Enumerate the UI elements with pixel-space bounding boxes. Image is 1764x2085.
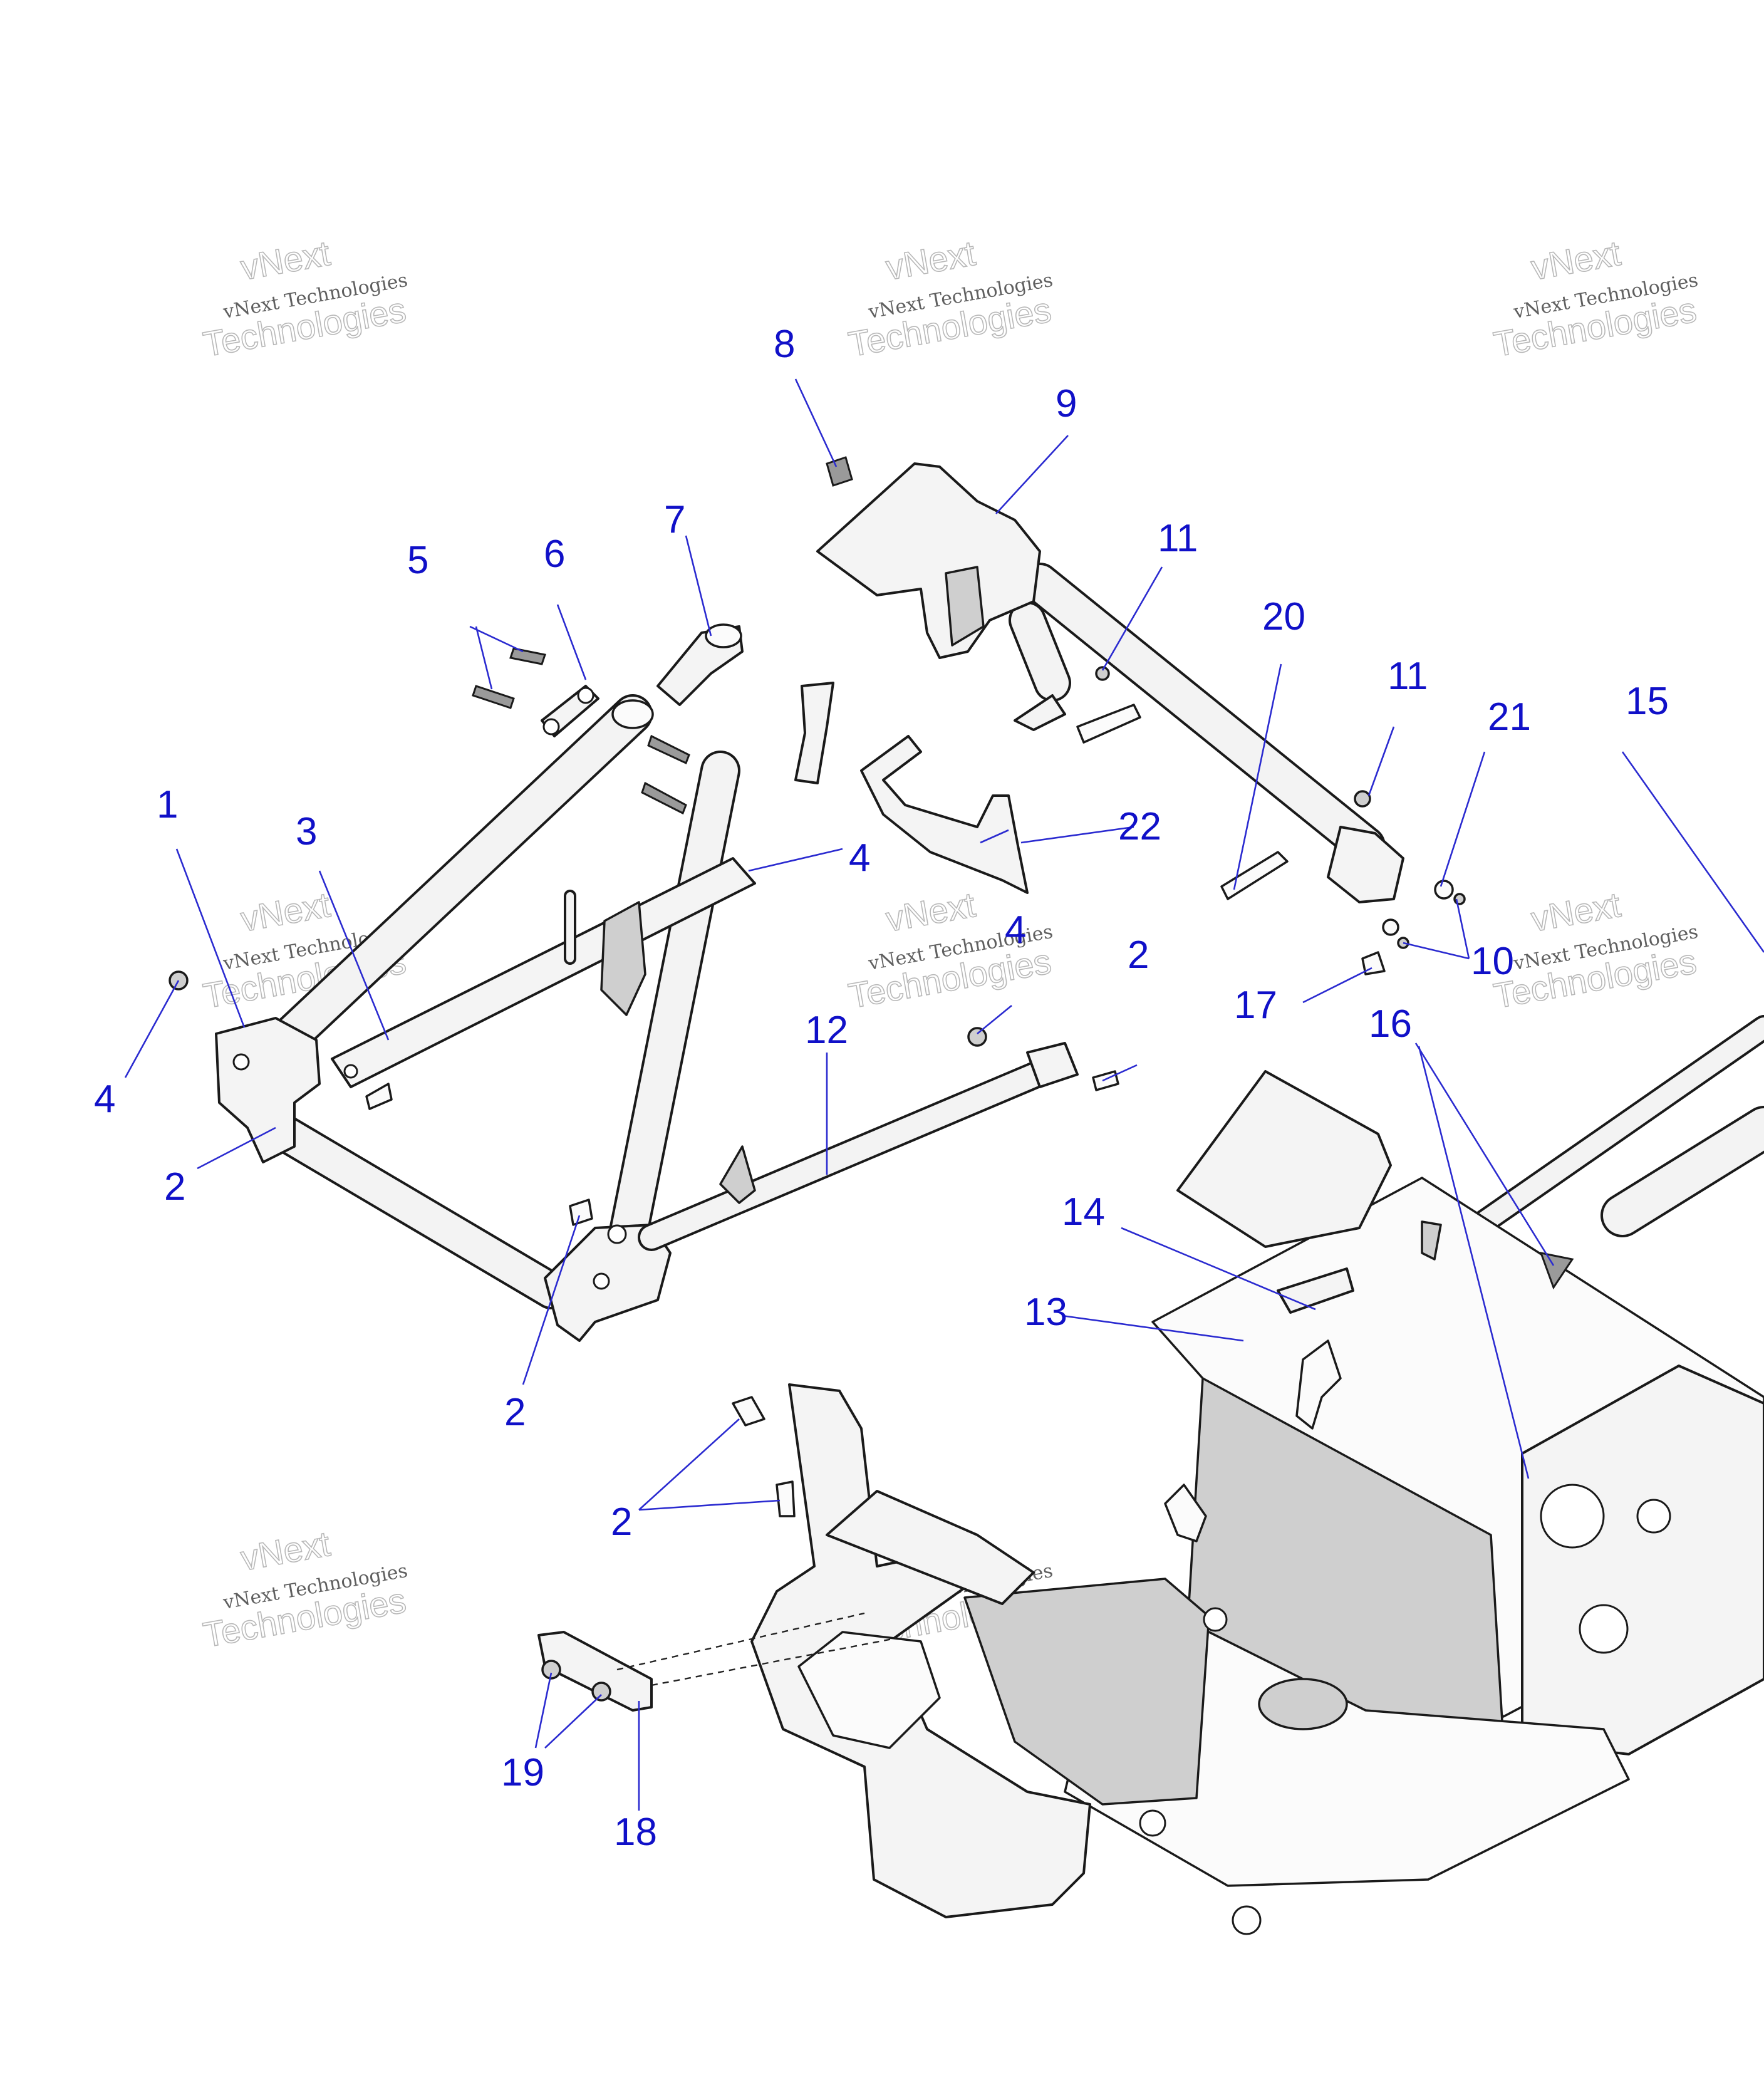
callout-9: 9 — [1056, 382, 1077, 425]
svg-text:vNext: vNext — [238, 885, 333, 939]
callout-2-chassis: 2 — [611, 1500, 632, 1544]
front-frame-assembly — [215, 694, 740, 1342]
callout-4-right: 4 — [1005, 908, 1026, 952]
callout-12: 12 — [805, 1009, 848, 1052]
leader-lines — [124, 378, 1764, 1811]
watermark-top-right: vNext vNext Technologies Technologies — [1490, 232, 1699, 365]
part-18-bracket — [537, 1631, 653, 1712]
fasteners-chassis — [732, 1396, 796, 1517]
part-9-top-tube-assembly — [816, 456, 1466, 975]
callout-14: 14 — [1062, 1190, 1105, 1234]
dashed-guides-18 — [616, 1612, 896, 1687]
part-22-bracket — [860, 735, 1029, 894]
callout-22: 22 — [1118, 805, 1161, 848]
svg-text:vNext: vNext — [1528, 885, 1624, 939]
main-chassis — [750, 1070, 1764, 1935]
callout-10: 10 — [1471, 940, 1514, 983]
callout-13: 13 — [1024, 1291, 1067, 1334]
callout-2-left: 2 — [164, 1165, 185, 1209]
svg-text:vNext: vNext — [1528, 233, 1624, 288]
callout-1: 1 — [157, 783, 178, 826]
callout-4-mid: 4 — [849, 836, 870, 880]
loose-bracket — [794, 682, 834, 784]
svg-text:vNext: vNext — [238, 1524, 333, 1578]
part-6-link-plate — [541, 685, 599, 737]
callout-4-left: 4 — [94, 1078, 115, 1121]
svg-text:vNext: vNext — [238, 233, 333, 288]
callout-2-bottom: 2 — [504, 1391, 526, 1434]
watermark-bottom-left: vNext vNext Technologies Technologies — [200, 1523, 409, 1655]
callout-16: 16 — [1369, 1002, 1412, 1046]
part-12-lower-tube — [638, 1042, 1079, 1251]
callout-11-right: 11 — [1388, 655, 1428, 698]
callout-15: 15 — [1626, 680, 1669, 723]
callout-3: 3 — [296, 810, 317, 853]
callout-11-upper: 11 — [1158, 517, 1198, 560]
callout-20: 20 — [1262, 595, 1305, 638]
callout-6: 6 — [544, 533, 565, 576]
callout-17: 17 — [1234, 984, 1277, 1027]
callout-21: 21 — [1488, 695, 1531, 739]
part-15-long-tube — [1472, 1015, 1764, 1237]
callout-5: 5 — [407, 539, 428, 582]
callout-19: 19 — [501, 1751, 544, 1794]
svg-text:vNext: vNext — [883, 885, 978, 939]
callout-7: 7 — [664, 498, 685, 541]
part-3-cross-brace — [331, 857, 756, 1088]
watermark-top-center: vNext vNext Technologies Technologies — [845, 232, 1054, 365]
callout-2-right: 2 — [1128, 933, 1149, 977]
callout-18: 18 — [614, 1811, 657, 1854]
fasteners-left — [169, 647, 1119, 1226]
watermark-top-left: vNext vNext Technologies Technologies — [200, 232, 409, 365]
callout-8: 8 — [774, 323, 795, 366]
callout-labels: 1 3 4 5 6 7 8 9 11 20 11 21 15 4 22 4 2 … — [94, 323, 1669, 1854]
svg-text:vNext: vNext — [883, 233, 978, 288]
part-7-bracket — [656, 623, 744, 706]
